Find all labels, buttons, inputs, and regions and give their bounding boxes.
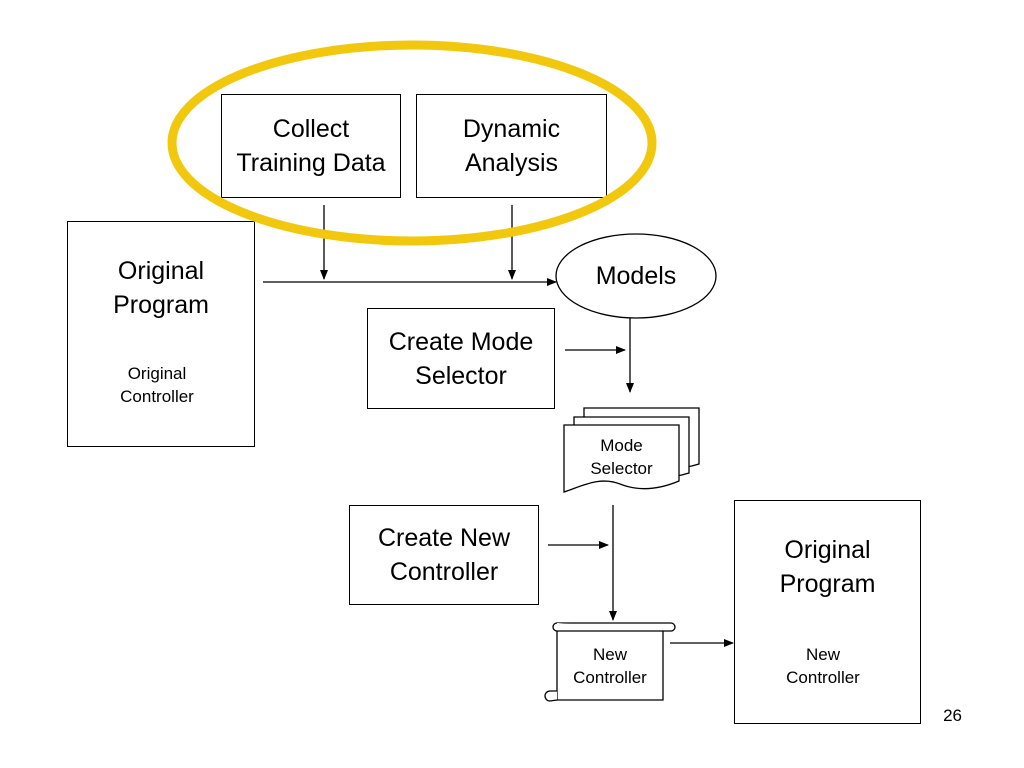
new-controller-in-program-label: New Controller <box>786 645 860 687</box>
original-program-left-box: Original Program <box>67 221 255 447</box>
create-mode-selector-label: Create Mode Selector <box>388 327 534 390</box>
new-controller-label: New Controller <box>573 645 647 687</box>
new-controller-scroll <box>544 622 676 702</box>
original-controller-label: Original Controller <box>120 364 194 406</box>
models-label: Models <box>595 262 677 290</box>
original-program-left-label: Original Program <box>113 257 209 319</box>
create-mode-selector-box: Create Mode Selector <box>367 308 555 409</box>
original-program-right-label: Original Program <box>779 536 876 598</box>
create-new-controller-label: Create New Controller <box>378 524 510 586</box>
create-new-controller-box: Create New Controller <box>349 505 539 605</box>
collect-training-data-label: Collect Training Data <box>236 115 386 177</box>
page-number: 26 <box>943 706 962 725</box>
dynamic-analysis-box: Dynamic Analysis <box>416 94 607 198</box>
mode-selector-document-stack <box>563 407 700 493</box>
mode-selector-label: Mode Selector <box>590 436 653 478</box>
collect-training-data-box: Collect Training Data <box>221 94 401 198</box>
original-program-right-box: Original Program <box>734 500 921 724</box>
dynamic-analysis-label: Dynamic Analysis <box>462 115 561 177</box>
